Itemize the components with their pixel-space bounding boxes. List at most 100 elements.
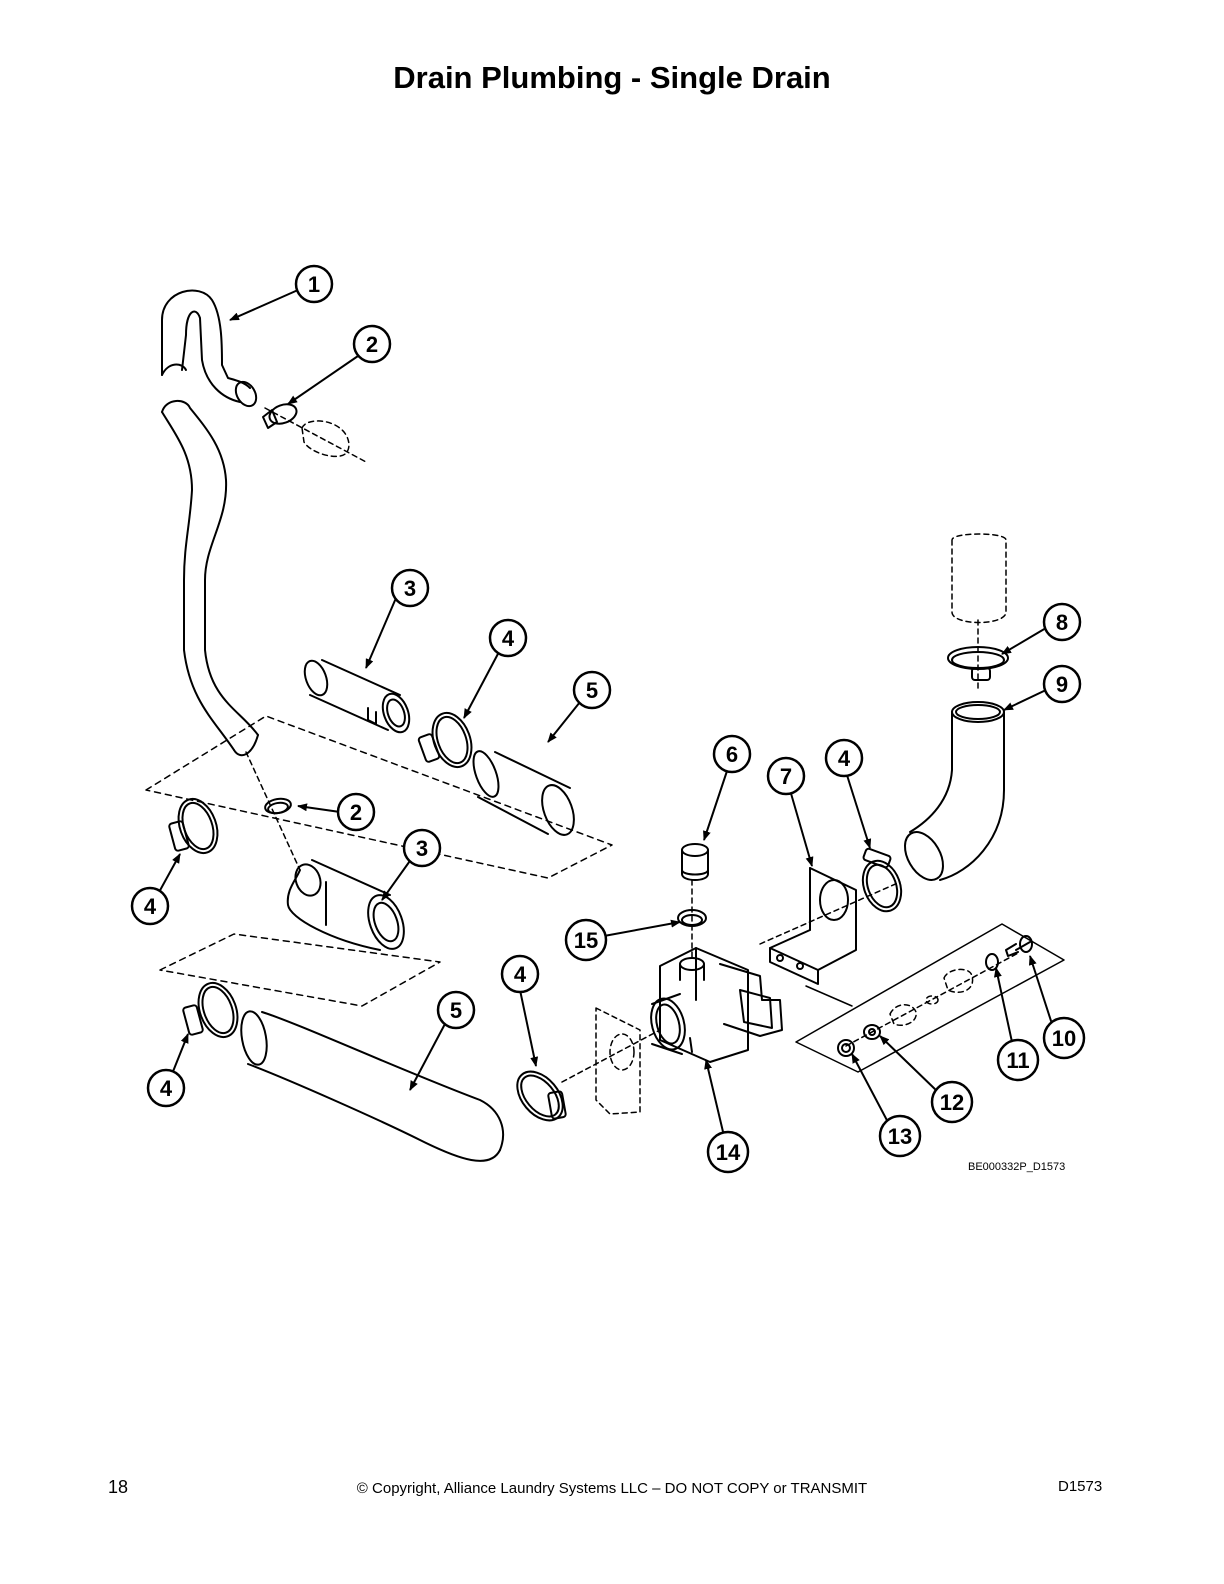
axis-line-1 <box>245 751 301 871</box>
svg-text:14: 14 <box>716 1140 741 1165</box>
callout-5: 5 <box>436 990 476 1030</box>
callout-4: 4 <box>500 954 540 994</box>
hardware-axis <box>845 951 1021 1047</box>
leader-arrow <box>993 967 1013 1043</box>
svg-text:1: 1 <box>308 272 320 297</box>
leader-arrow <box>1001 627 1047 655</box>
small-hose-clamp-lower <box>264 797 292 815</box>
callout-3: 3 <box>402 828 442 868</box>
callout-6: 6 <box>712 734 752 774</box>
hardware-outline <box>795 923 1065 1073</box>
callout-balloons: 1 2 3 4 5 2 3 4 4 5 4 6 7 4 8 9 <box>130 264 1086 1174</box>
hose-segment-upper <box>472 750 575 836</box>
callout-4: 4 <box>824 738 864 778</box>
phantom-pipe-upper <box>264 407 369 464</box>
leader-arrow <box>297 803 341 813</box>
page-title: Drain Plumbing - Single Drain <box>393 60 831 95</box>
callout-2: 2 <box>336 792 376 832</box>
svg-text:12: 12 <box>940 1090 964 1115</box>
svg-text:2: 2 <box>366 332 378 357</box>
svg-text:3: 3 <box>404 576 416 601</box>
callout-12: 12 <box>930 1080 974 1124</box>
leader-arrow <box>409 1021 447 1091</box>
callout-4: 4 <box>130 886 170 926</box>
copyright-notice: © Copyright, Alliance Laundry Systems LL… <box>356 1480 868 1497</box>
phantom-bracket <box>595 1007 641 1115</box>
callout-2: 2 <box>352 324 392 364</box>
callout-7: 7 <box>766 756 806 796</box>
long-drain-hose <box>161 400 259 757</box>
svg-text:9: 9 <box>1056 672 1068 697</box>
page-number: 18 <box>108 1477 129 1497</box>
leader-arrow <box>381 857 413 901</box>
svg-text:5: 5 <box>586 678 598 703</box>
callout-1: 1 <box>294 264 334 304</box>
svg-text:5: 5 <box>450 998 462 1023</box>
svg-text:2: 2 <box>350 800 362 825</box>
callout-13: 13 <box>878 1114 922 1158</box>
svg-text:4: 4 <box>502 626 515 651</box>
elbow-hose <box>904 701 1005 881</box>
hex-nut <box>837 1039 855 1057</box>
leader-arrow <box>851 1053 891 1127</box>
callout-15: 15 <box>564 918 608 962</box>
hose-clamp-middle <box>417 711 473 769</box>
hose-clamp-left-upper <box>168 797 219 855</box>
leader-arrow <box>463 649 501 719</box>
bracket-to-panel-line <box>805 985 853 1007</box>
svg-text:6: 6 <box>726 742 738 767</box>
svg-text:11: 11 <box>1006 1048 1029 1073</box>
leader-arrow <box>519 989 539 1067</box>
standpipe-hose-clamp <box>947 646 1009 681</box>
leader-arrow <box>845 771 872 849</box>
callout-14: 14 <box>706 1130 750 1174</box>
hose-clamp-left-lower <box>182 981 239 1039</box>
upper-hose-clamp <box>262 403 298 429</box>
svg-text:4: 4 <box>160 1076 173 1101</box>
svg-text:8: 8 <box>1056 610 1068 635</box>
flat-washer <box>863 1024 881 1040</box>
leader-arrow <box>789 789 814 867</box>
callout-11: 11 <box>996 1038 1040 1082</box>
drawing-id: BE000332P_D1573 <box>968 1161 1066 1173</box>
callout-5: 5 <box>572 670 612 710</box>
svg-text:4: 4 <box>144 894 157 919</box>
svg-text:15: 15 <box>574 928 598 953</box>
svg-text:4: 4 <box>514 962 527 987</box>
callout-4: 4 <box>488 618 528 658</box>
hardware-screw <box>1005 935 1033 957</box>
valve-cap <box>681 843 709 881</box>
coupling-tee-lower <box>286 859 405 951</box>
svg-text:4: 4 <box>838 746 851 771</box>
axis-line-valve <box>561 1029 661 1083</box>
leader-arrow <box>287 355 359 405</box>
hose-clamp-elbow <box>861 847 903 913</box>
document-id: D1573 <box>1058 1478 1103 1495</box>
callout-10: 10 <box>1042 1016 1086 1060</box>
hose-segment-lower <box>240 1010 505 1162</box>
svg-text:10: 10 <box>1052 1026 1076 1051</box>
callout-9: 9 <box>1042 664 1082 704</box>
lock-washer <box>985 953 999 971</box>
leader-arrow <box>547 701 581 743</box>
callout-4: 4 <box>146 1068 186 1108</box>
phantom-standpipe <box>951 533 1007 691</box>
leader-arrow <box>703 767 729 841</box>
leader-arrow <box>603 919 681 937</box>
coupling-tube-upper <box>303 659 411 734</box>
leader-arrow <box>1028 955 1053 1025</box>
mounting-bracket <box>769 867 857 985</box>
leader-arrow <box>704 1059 725 1137</box>
svg-text:3: 3 <box>416 836 428 861</box>
hose-clamp-valve-inlet <box>516 1070 567 1122</box>
leader-arrow <box>171 1033 189 1075</box>
leader-arrow <box>229 289 299 321</box>
drain-valve <box>650 947 783 1063</box>
callout-3: 3 <box>390 568 430 608</box>
upper-j-hose <box>161 289 258 408</box>
svg-text:7: 7 <box>780 764 792 789</box>
svg-text:13: 13 <box>888 1124 912 1149</box>
leader-arrow <box>365 597 397 669</box>
axis-line-bracket <box>759 881 901 945</box>
